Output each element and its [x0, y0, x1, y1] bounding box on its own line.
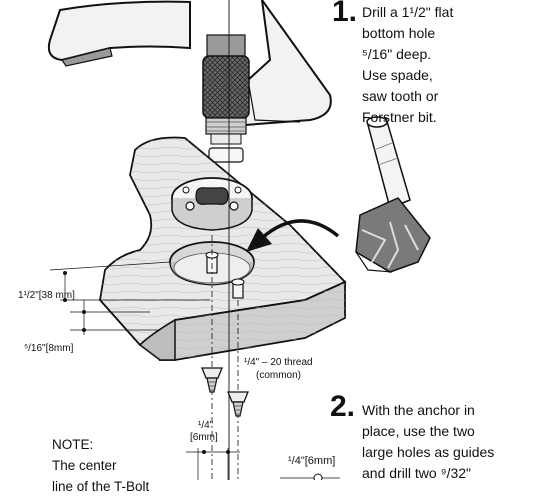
step2-line-3: large holes as guides: [362, 444, 495, 460]
dim-bolt-width-2: [6mm]: [190, 432, 218, 443]
step1-number: 1.: [332, 0, 358, 28]
dim-hole-depth: ⁵/16"[8mm]: [24, 343, 74, 354]
dim-drill-size: ¹/4"[6mm]: [288, 455, 336, 467]
insert-arrow: [246, 219, 340, 252]
dim-thread-common: (common): [256, 370, 302, 381]
step1-line-6: Forstner bit.: [362, 109, 437, 125]
dim-bolt-width-1: ¹/4": [198, 420, 214, 431]
step1-line-3: ⁵/16" deep.: [362, 46, 432, 62]
wood-workpiece: [99, 136, 347, 361]
note-line-2: line of the T-Bolt: [52, 479, 150, 494]
step2-line-2: place, use the two: [362, 423, 475, 439]
installation-diagram: [47, 0, 431, 480]
center-lines: [211, 0, 239, 480]
step2-line-1: With the anchor in: [362, 402, 475, 418]
drill-chuck: [202, 34, 250, 163]
drill-bit-icon: [280, 473, 340, 480]
step1-line-2: bottom hole: [362, 25, 436, 41]
dim-hole-diameter: 1¹/2"[38 mm]: [18, 290, 75, 301]
dimension-lines: [49, 261, 240, 480]
step1-line-5: saw tooth or: [362, 88, 439, 104]
t-bolt-anchor: [171, 177, 253, 231]
forstner-bit: [355, 116, 431, 273]
dim-thread: ¹/4" – 20 thread: [244, 357, 313, 368]
note-heading: NOTE:: [52, 437, 94, 452]
step2-number: 2.: [330, 390, 356, 423]
step2-line-4: and drill two ⁹/32": [362, 465, 472, 481]
mounting-screws: [201, 367, 249, 417]
note-line-1: The center: [52, 458, 117, 473]
step1-line-1: Drill a 1¹/2" flat: [362, 4, 454, 20]
step1-line-4: Use spade,: [362, 67, 433, 83]
drill-press-head: [47, 0, 332, 127]
